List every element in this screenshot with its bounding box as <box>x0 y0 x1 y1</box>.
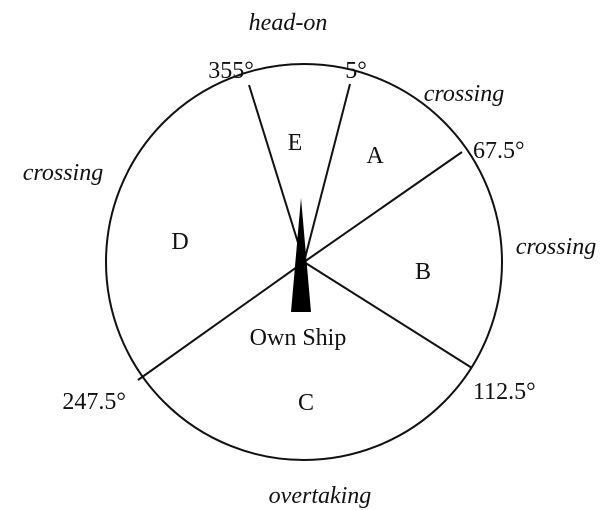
boundary-line-67-5 <box>303 151 463 263</box>
sector-label-c: C <box>298 390 314 416</box>
situation-label-overtaking: overtaking <box>269 483 372 509</box>
boundary-line-247-5 <box>137 261 305 381</box>
situation-label-crossing-left: crossing <box>23 160 103 186</box>
sector-label-d: D <box>171 229 188 255</box>
sector-label-b: B <box>415 259 431 285</box>
bearing-label-247-5: 247.5° <box>62 389 126 415</box>
boundary-line-112-5 <box>303 261 473 369</box>
bearing-label-355: 355° <box>208 58 254 84</box>
range-circle <box>105 63 503 461</box>
boundary-line-355 <box>248 84 305 263</box>
situation-label-crossing-right: crossing <box>516 234 596 260</box>
boundary-line-5 <box>303 83 351 263</box>
situation-label-crossing-upper-right: crossing <box>424 81 504 107</box>
bearing-label-5: 5° <box>345 58 367 84</box>
own-ship-icon <box>291 198 311 312</box>
sector-label-e: E <box>288 130 303 156</box>
situation-label-head-on: head-on <box>249 10 328 36</box>
own-ship-label: Own Ship <box>250 325 347 351</box>
bearing-label-67-5: 67.5° <box>473 138 525 164</box>
sector-label-a: A <box>366 143 384 169</box>
bearing-label-112-5: 112.5° <box>473 379 536 405</box>
